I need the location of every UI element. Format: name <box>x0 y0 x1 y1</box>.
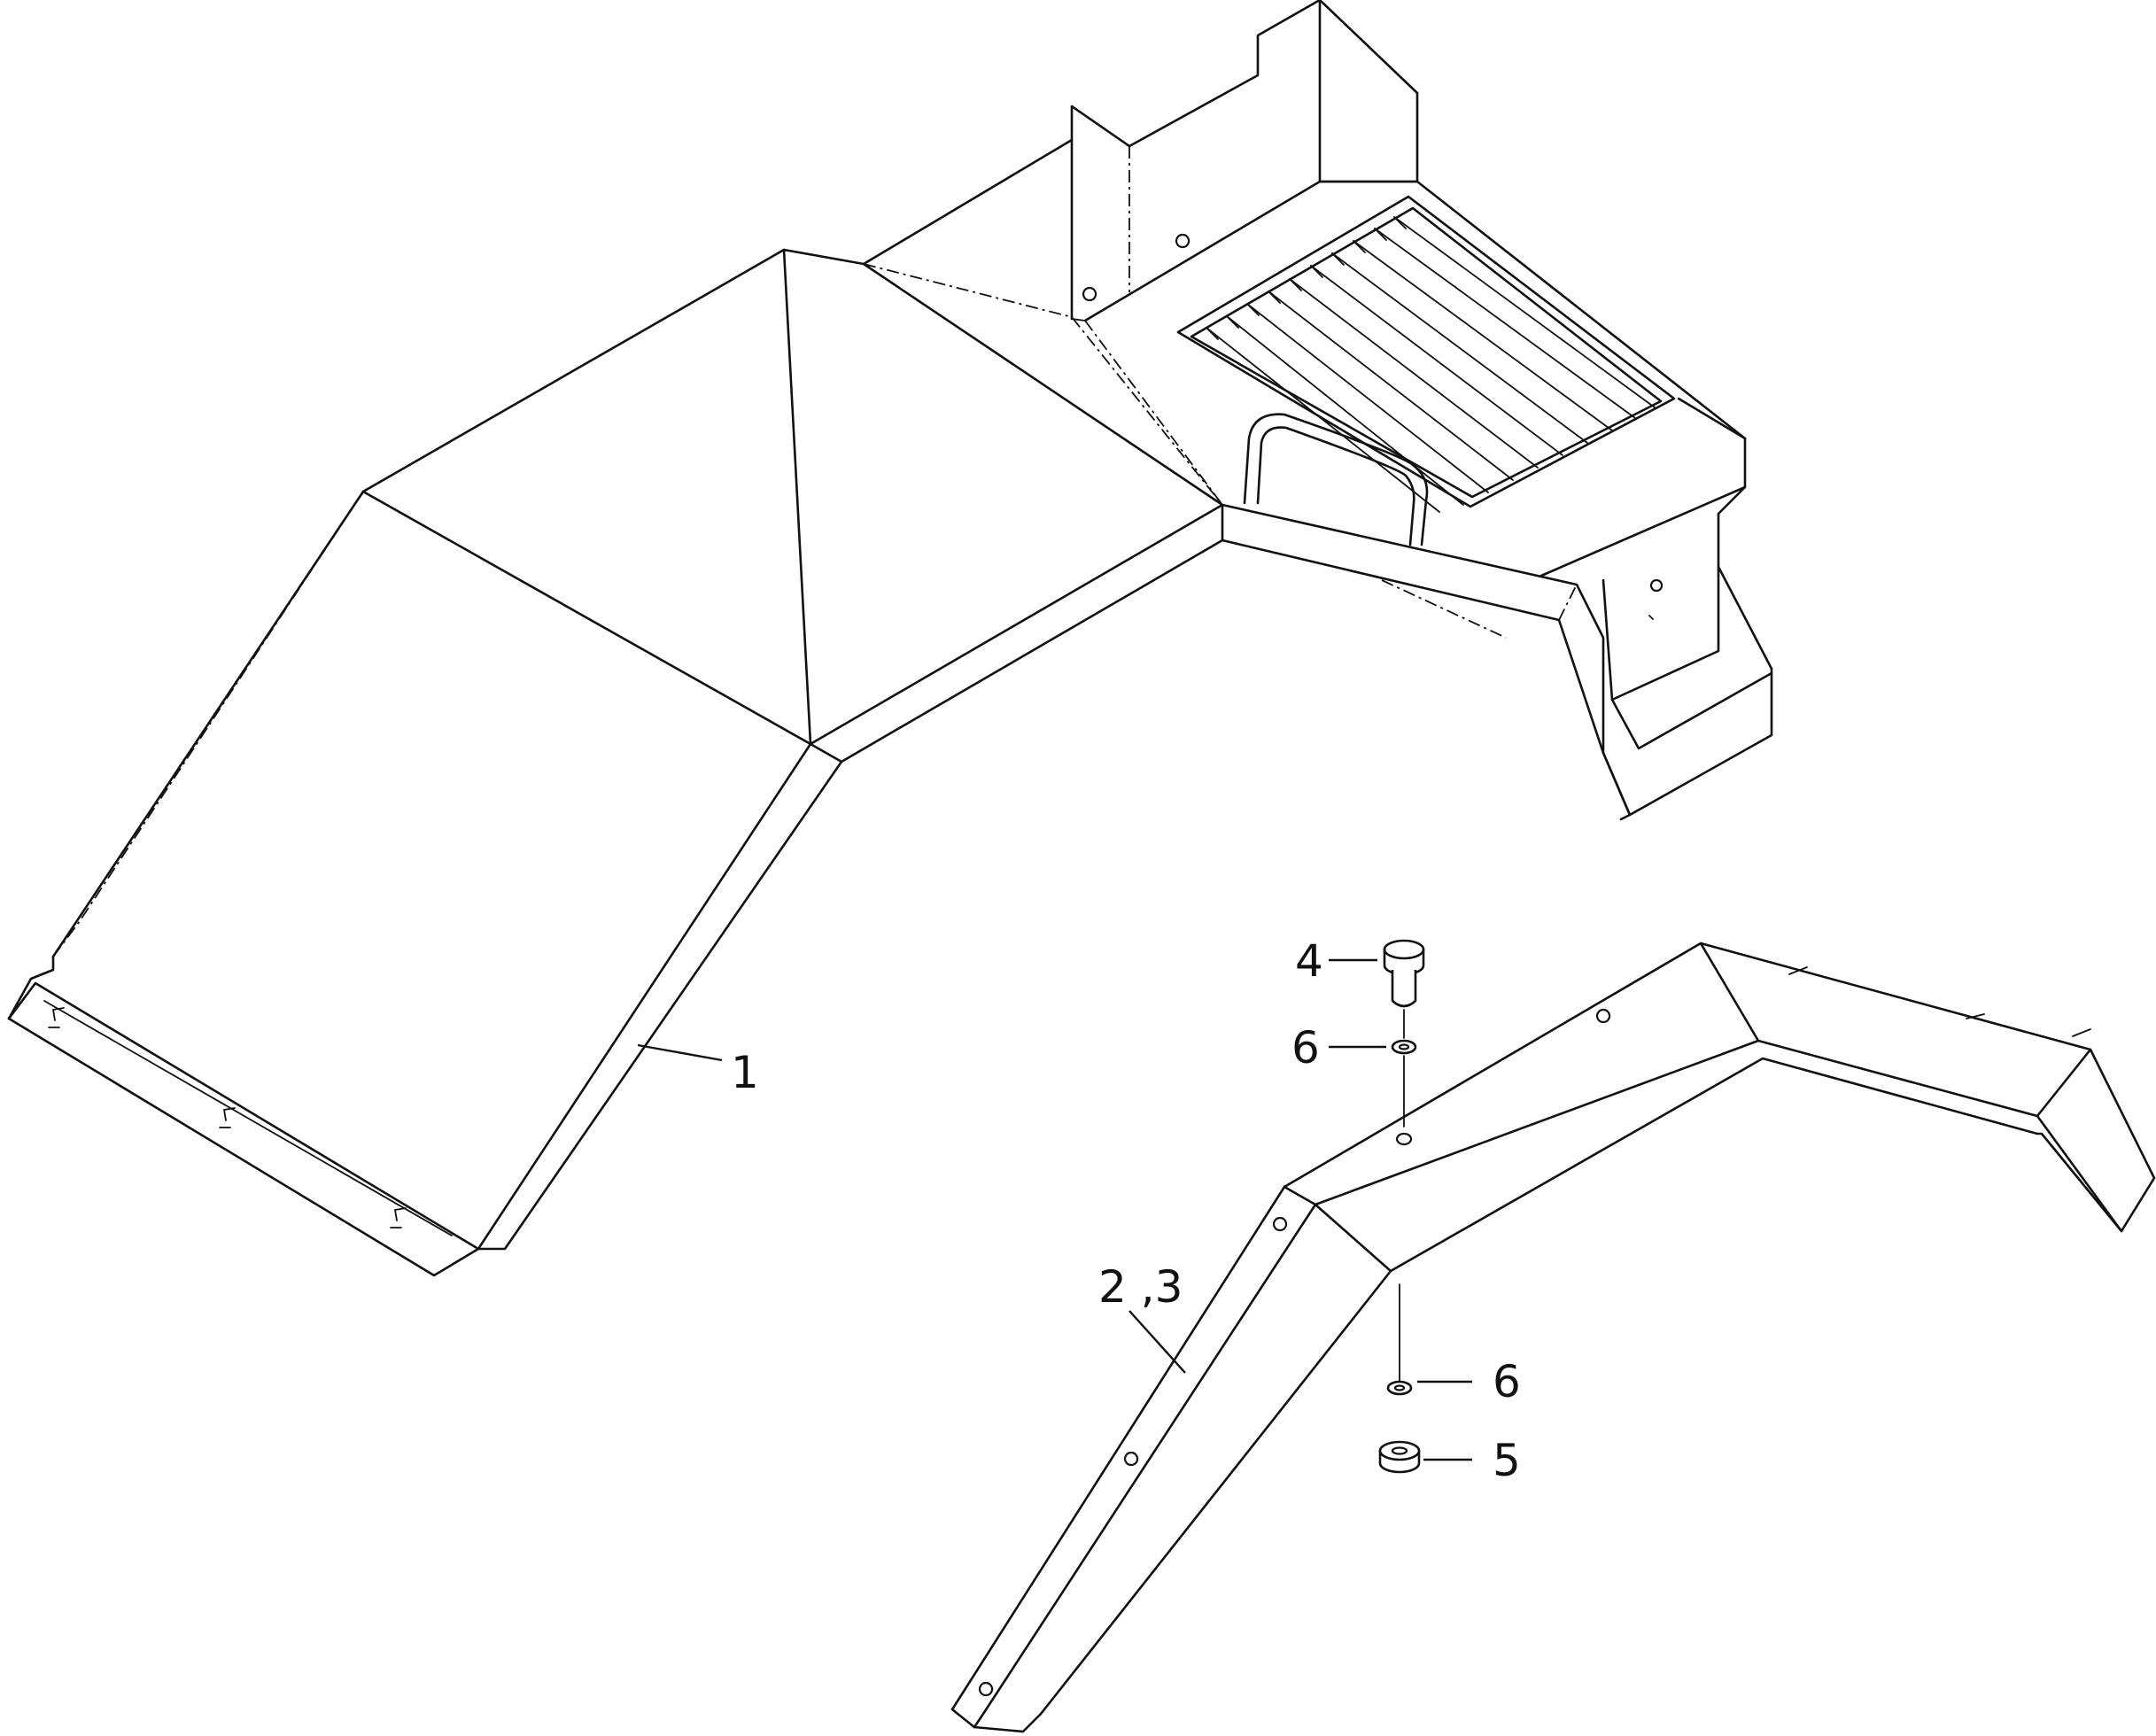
leader-part-2-3 <box>1128 1310 1186 1374</box>
washer-part-6-bottom <box>1386 1380 1413 1396</box>
callout-part-1: 1 <box>731 1047 759 1098</box>
bolt-hole <box>1396 1132 1413 1146</box>
grille <box>1176 195 1676 513</box>
callout-part-6-bottom: 6 <box>1493 1356 1521 1407</box>
nut-part-5 <box>1378 1440 1421 1474</box>
washer-part-6-top <box>1391 1039 1417 1055</box>
fender-assembly-part-1 <box>7 0 1773 1277</box>
leader-part-1 <box>637 1043 723 1062</box>
callout-part-6-top: 6 <box>1291 1022 1320 1073</box>
callout-part-2-3: 2 ,3 <box>1098 1261 1183 1313</box>
callout-part-5: 5 <box>1493 1435 1521 1486</box>
bolt-part-4 <box>1383 939 1425 1008</box>
small-fender-part-2-3 <box>950 942 2156 1733</box>
callout-part-4: 4 <box>1295 935 1323 987</box>
handle <box>1243 413 1429 546</box>
